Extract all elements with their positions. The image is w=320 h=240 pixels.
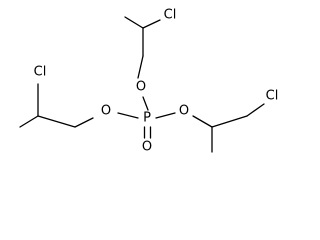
bond-right-o-ch (192, 115, 213, 128)
bond-top-methyl (124, 16, 144, 29)
atom-o-right: O (179, 104, 189, 119)
bond-left-methyl (19, 115, 39, 128)
atom-o-top: O (136, 80, 146, 95)
atom-o-left: O (101, 104, 111, 119)
bond-p-o-top (142, 96, 149, 111)
atom-cl-right: Cl (266, 89, 279, 104)
top-arm (124, 16, 161, 79)
right-arm (192, 103, 265, 153)
bond-left-ch2-o (74, 117, 94, 128)
phosphate-core (117, 96, 176, 139)
atom-cl-left: Cl (34, 65, 47, 80)
atom-o-double: O (142, 140, 152, 155)
bond-p-o-left (117, 112, 139, 119)
molecule-structure: Cl O Cl O P O O Cl (19, 8, 279, 155)
atom-cl-top: Cl (164, 8, 177, 23)
bond-left-chain (37, 115, 76, 128)
bond-top-to-cl (142, 19, 161, 29)
bond-p-o-right (155, 112, 176, 119)
bond-right-chain (211, 115, 248, 128)
bond-right-ch2-cl (246, 103, 265, 117)
structure-canvas: Cl O Cl O P O O Cl (19, 8, 279, 155)
left-arm (19, 83, 94, 128)
atom-p: P (143, 111, 151, 126)
bond-top-ch2-o (137, 55, 144, 79)
